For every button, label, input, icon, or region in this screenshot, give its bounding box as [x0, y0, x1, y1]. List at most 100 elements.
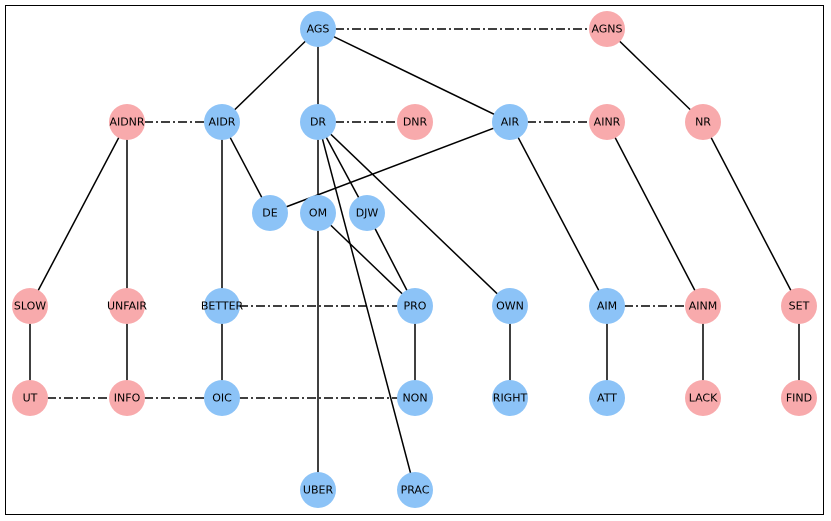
node-circle	[204, 380, 240, 416]
node-circle	[300, 195, 336, 231]
node-label: RIGHT	[493, 392, 528, 405]
node-label: INFO	[114, 392, 141, 405]
node-circle	[12, 288, 48, 324]
node-circle	[685, 380, 721, 416]
node-label: NR	[695, 116, 711, 129]
node-label: UT	[23, 392, 38, 405]
node-circle	[252, 195, 288, 231]
edge-aidnr-slow	[29, 121, 128, 307]
node-oic: OIC	[204, 380, 240, 416]
node-circle	[300, 104, 336, 140]
edge-ainr-ainm	[606, 121, 704, 307]
node-ainm: AINM	[685, 288, 721, 324]
node-dr: DR	[300, 104, 336, 140]
node-label: AINM	[689, 300, 718, 313]
node-djw: DJW	[349, 195, 385, 231]
node-aidnr: AIDNR	[109, 104, 145, 140]
node-aim: AIM	[589, 288, 625, 324]
diagram-frame	[5, 5, 824, 515]
node-label: FIND	[786, 392, 812, 405]
edge-om-pro	[317, 212, 416, 307]
node-circle	[397, 472, 433, 508]
node-info: INFO	[109, 380, 145, 416]
node-uber: UBER	[300, 472, 336, 508]
edges-layer	[29, 28, 800, 491]
node-label: AIR	[501, 116, 520, 129]
node-label: OM	[309, 207, 327, 220]
node-om: OM	[300, 195, 336, 231]
node-label: AGNS	[591, 23, 622, 36]
node-label: DR	[310, 116, 326, 129]
node-circle	[492, 288, 528, 324]
node-circle	[589, 288, 625, 324]
node-ags: AGS	[300, 11, 336, 47]
node-label: AIDR	[209, 116, 236, 129]
node-label: OWN	[496, 300, 524, 313]
edge-nr-set	[702, 121, 800, 307]
node-circle	[204, 288, 240, 324]
node-label: AIM	[597, 300, 617, 313]
node-circle	[12, 380, 48, 416]
node-label: AIDNR	[109, 116, 144, 129]
node-label: OIC	[212, 392, 232, 405]
node-ainr: AINR	[589, 104, 625, 140]
node-circle	[109, 288, 145, 324]
node-right: RIGHT	[492, 380, 528, 416]
node-circle	[781, 380, 817, 416]
nodes-layer: AGS AGNS AIDNR AIDR DR DNR AIR AINR NR DE OM DJW SLO…	[12, 11, 817, 508]
node-set: SET	[781, 288, 817, 324]
edge-agns-nr	[606, 28, 704, 123]
node-de: DE	[252, 195, 288, 231]
node-better: BETTER	[201, 288, 244, 324]
node-dnr: DNR	[397, 104, 433, 140]
node-pro: PRO	[397, 288, 433, 324]
node-circle	[492, 380, 528, 416]
node-label: UNFAIR	[107, 300, 147, 313]
node-prac: PRAC	[397, 472, 433, 508]
node-att: ATT	[589, 380, 625, 416]
edge-ags-aidr	[221, 28, 319, 123]
node-circle	[204, 104, 240, 140]
node-circle	[589, 11, 625, 47]
node-aidr: AIDR	[204, 104, 240, 140]
node-label: ATT	[597, 392, 617, 405]
node-circle	[589, 104, 625, 140]
node-unfair: UNFAIR	[107, 288, 147, 324]
node-circle	[589, 380, 625, 416]
node-label: NON	[402, 392, 427, 405]
edge-air-aim	[509, 121, 608, 307]
node-circle	[685, 104, 721, 140]
node-label: DNR	[403, 116, 428, 129]
node-circle	[397, 288, 433, 324]
node-air: AIR	[492, 104, 528, 140]
node-circle	[300, 472, 336, 508]
node-own: OWN	[492, 288, 528, 324]
node-slow: SLOW	[12, 288, 48, 324]
edge-ags-air	[317, 28, 511, 123]
node-label: DE	[262, 207, 277, 220]
node-label: PRAC	[401, 484, 430, 497]
node-circle	[109, 380, 145, 416]
node-circle	[397, 380, 433, 416]
node-circle	[685, 288, 721, 324]
node-label: PRO	[404, 300, 427, 313]
node-label: UBER	[303, 484, 334, 497]
node-circle	[349, 195, 385, 231]
node-circle	[492, 104, 528, 140]
node-agns: AGNS	[589, 11, 625, 47]
node-circle	[397, 104, 433, 140]
node-label: SLOW	[14, 300, 46, 313]
node-lack: LACK	[685, 380, 721, 416]
node-circle	[300, 11, 336, 47]
node-nr: NR	[685, 104, 721, 140]
node-non: NON	[397, 380, 433, 416]
node-find: FIND	[781, 380, 817, 416]
node-label: AGS	[307, 23, 330, 36]
node-label: LACK	[689, 392, 718, 405]
node-label: BETTER	[201, 300, 244, 313]
node-circle	[781, 288, 817, 324]
edge-dr-own	[317, 121, 511, 307]
node-ut: UT	[12, 380, 48, 416]
node-circle	[109, 104, 145, 140]
